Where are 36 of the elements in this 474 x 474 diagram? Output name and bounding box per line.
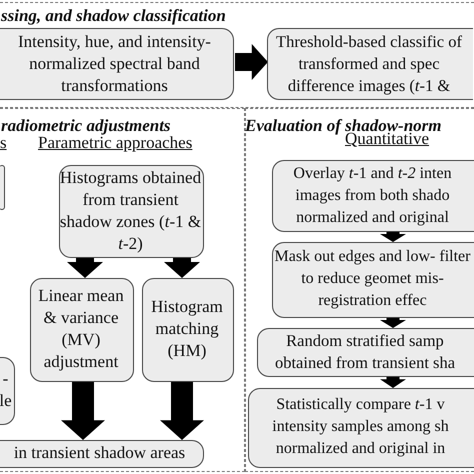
box bbox=[0, 164, 4, 210]
block-arrow bbox=[61, 382, 105, 440]
box-text: Threshold-based classific of transformed and spec difference images (t-1 & bbox=[274, 30, 464, 96]
subheading: s bbox=[0, 133, 7, 153]
process-box bbox=[272, 242, 474, 318]
process-box bbox=[256, 328, 474, 376]
dashed-section bbox=[0, 2, 474, 108]
box-text: Random stratified samp obtained from transient sha bbox=[274, 330, 456, 374]
box-text: Mask out edges and low- filter to reduce geomet mis-registration effec bbox=[274, 247, 472, 311]
dashed-section bbox=[0, 108, 245, 472]
box-text: Intensity, hue, and intensity- normalized spectral band transformations bbox=[17, 30, 212, 96]
process-box bbox=[0, 440, 204, 468]
block-arrow bbox=[235, 44, 268, 80]
section-title: ssing, and shadow classification bbox=[1, 6, 226, 26]
block-arrow bbox=[380, 232, 406, 242]
block-arrow bbox=[160, 382, 204, 440]
box-text: Histogram matching (HM) bbox=[150, 296, 224, 362]
block-arrow bbox=[67, 258, 103, 278]
box-text: Linear mean & variance (MV) adjustment bbox=[37, 285, 125, 373]
process-box bbox=[142, 278, 234, 382]
block-arrow bbox=[164, 258, 200, 278]
process-box bbox=[0, 28, 234, 100]
box-text: - le bbox=[0, 368, 12, 412]
box-text: Overlay t-1 and t-2 inten images from both shado normalized and original bbox=[292, 164, 453, 228]
box-text: in transient shadow areas bbox=[14, 442, 186, 464]
process-box bbox=[272, 160, 474, 232]
process-box bbox=[266, 28, 472, 100]
block-arrow bbox=[380, 318, 406, 328]
section-title: radiometric adjustments bbox=[1, 116, 171, 136]
box-text: Statistically compare t-1 v intensity samples among sh normalized and original in bbox=[271, 395, 450, 459]
process-box bbox=[0, 356, 14, 424]
box-text: Histograms obtained from transient shadow zones (t-1 & t-2) bbox=[60, 166, 202, 254]
process-box bbox=[30, 278, 134, 382]
process-box bbox=[248, 388, 474, 468]
block-arrow bbox=[380, 377, 406, 388]
dashed-section bbox=[245, 108, 474, 472]
